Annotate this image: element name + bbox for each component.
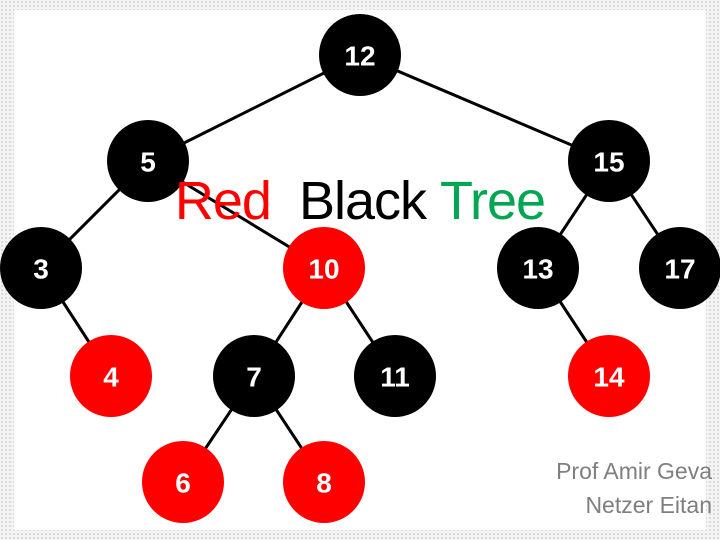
tree-node-circle-10: [283, 227, 365, 309]
credit-author-1: Prof Amir Geva: [556, 458, 712, 484]
tree-node-label-4: 4: [103, 362, 119, 393]
tree-node-6: 6: [142, 441, 224, 523]
tree-node-circle-5: [107, 120, 189, 202]
tree-node-label-3: 3: [33, 254, 49, 285]
tree-node-label-6: 6: [175, 468, 191, 499]
tree-node-17: 17: [639, 227, 720, 309]
tree-node-circle-7: [213, 335, 295, 417]
tree-node-4: 4: [70, 335, 152, 417]
tree-edge-12-15: [359, 53, 610, 163]
title-word-tree: Tree: [440, 171, 546, 231]
tree-node-label-11: 11: [380, 362, 410, 393]
tree-node-label-14: 14: [593, 362, 625, 393]
tree-nodes: 12 5 15 3 10 13 17 4 7 11 14 6 8: [0, 14, 720, 523]
tree-node-label-13: 13: [522, 254, 553, 285]
tree-node-label-17: 17: [664, 254, 695, 285]
credits: Prof Amir Geva Netzer Eitan: [556, 454, 712, 522]
tree-node-circle-12: [319, 14, 401, 96]
tree-node-8: 8: [283, 441, 365, 523]
tree-node-label-15: 15: [593, 147, 624, 178]
tree-node-3: 3: [0, 227, 82, 309]
tree-node-circle-3: [0, 227, 82, 309]
tree-node-12: 12: [319, 14, 401, 96]
tree-node-label-5: 5: [140, 147, 156, 178]
credit-author-2: Netzer Eitan: [585, 492, 712, 518]
tree-node-10: 10: [283, 227, 365, 309]
tree-node-circle-4: [70, 335, 152, 417]
title-word-red: Red: [174, 171, 272, 231]
tree-node-label-8: 8: [316, 468, 332, 499]
tree-node-circle-6: [142, 441, 224, 523]
tree-node-circle-8: [283, 441, 365, 523]
tree-node-5: 5: [107, 120, 189, 202]
tree-node-13: 13: [497, 227, 579, 309]
tree-node-label-10: 10: [308, 254, 339, 285]
title-word-black: Black: [298, 171, 427, 231]
slide-title: Red Black Tree: [0, 166, 720, 236]
tree-node-circle-15: [568, 120, 650, 202]
tree-node-15: 15: [568, 120, 650, 202]
tree-node-label-7: 7: [246, 362, 262, 393]
tree-node-14: 14: [568, 335, 650, 417]
tree-node-circle-14: [568, 335, 650, 417]
tree-node-label-12: 12: [344, 41, 375, 72]
tree-node-11: 11: [354, 335, 436, 417]
tree-node-7: 7: [213, 335, 295, 417]
tree-node-circle-17: [639, 227, 720, 309]
tree-node-circle-11: [354, 335, 436, 417]
tree-node-circle-13: [497, 227, 579, 309]
